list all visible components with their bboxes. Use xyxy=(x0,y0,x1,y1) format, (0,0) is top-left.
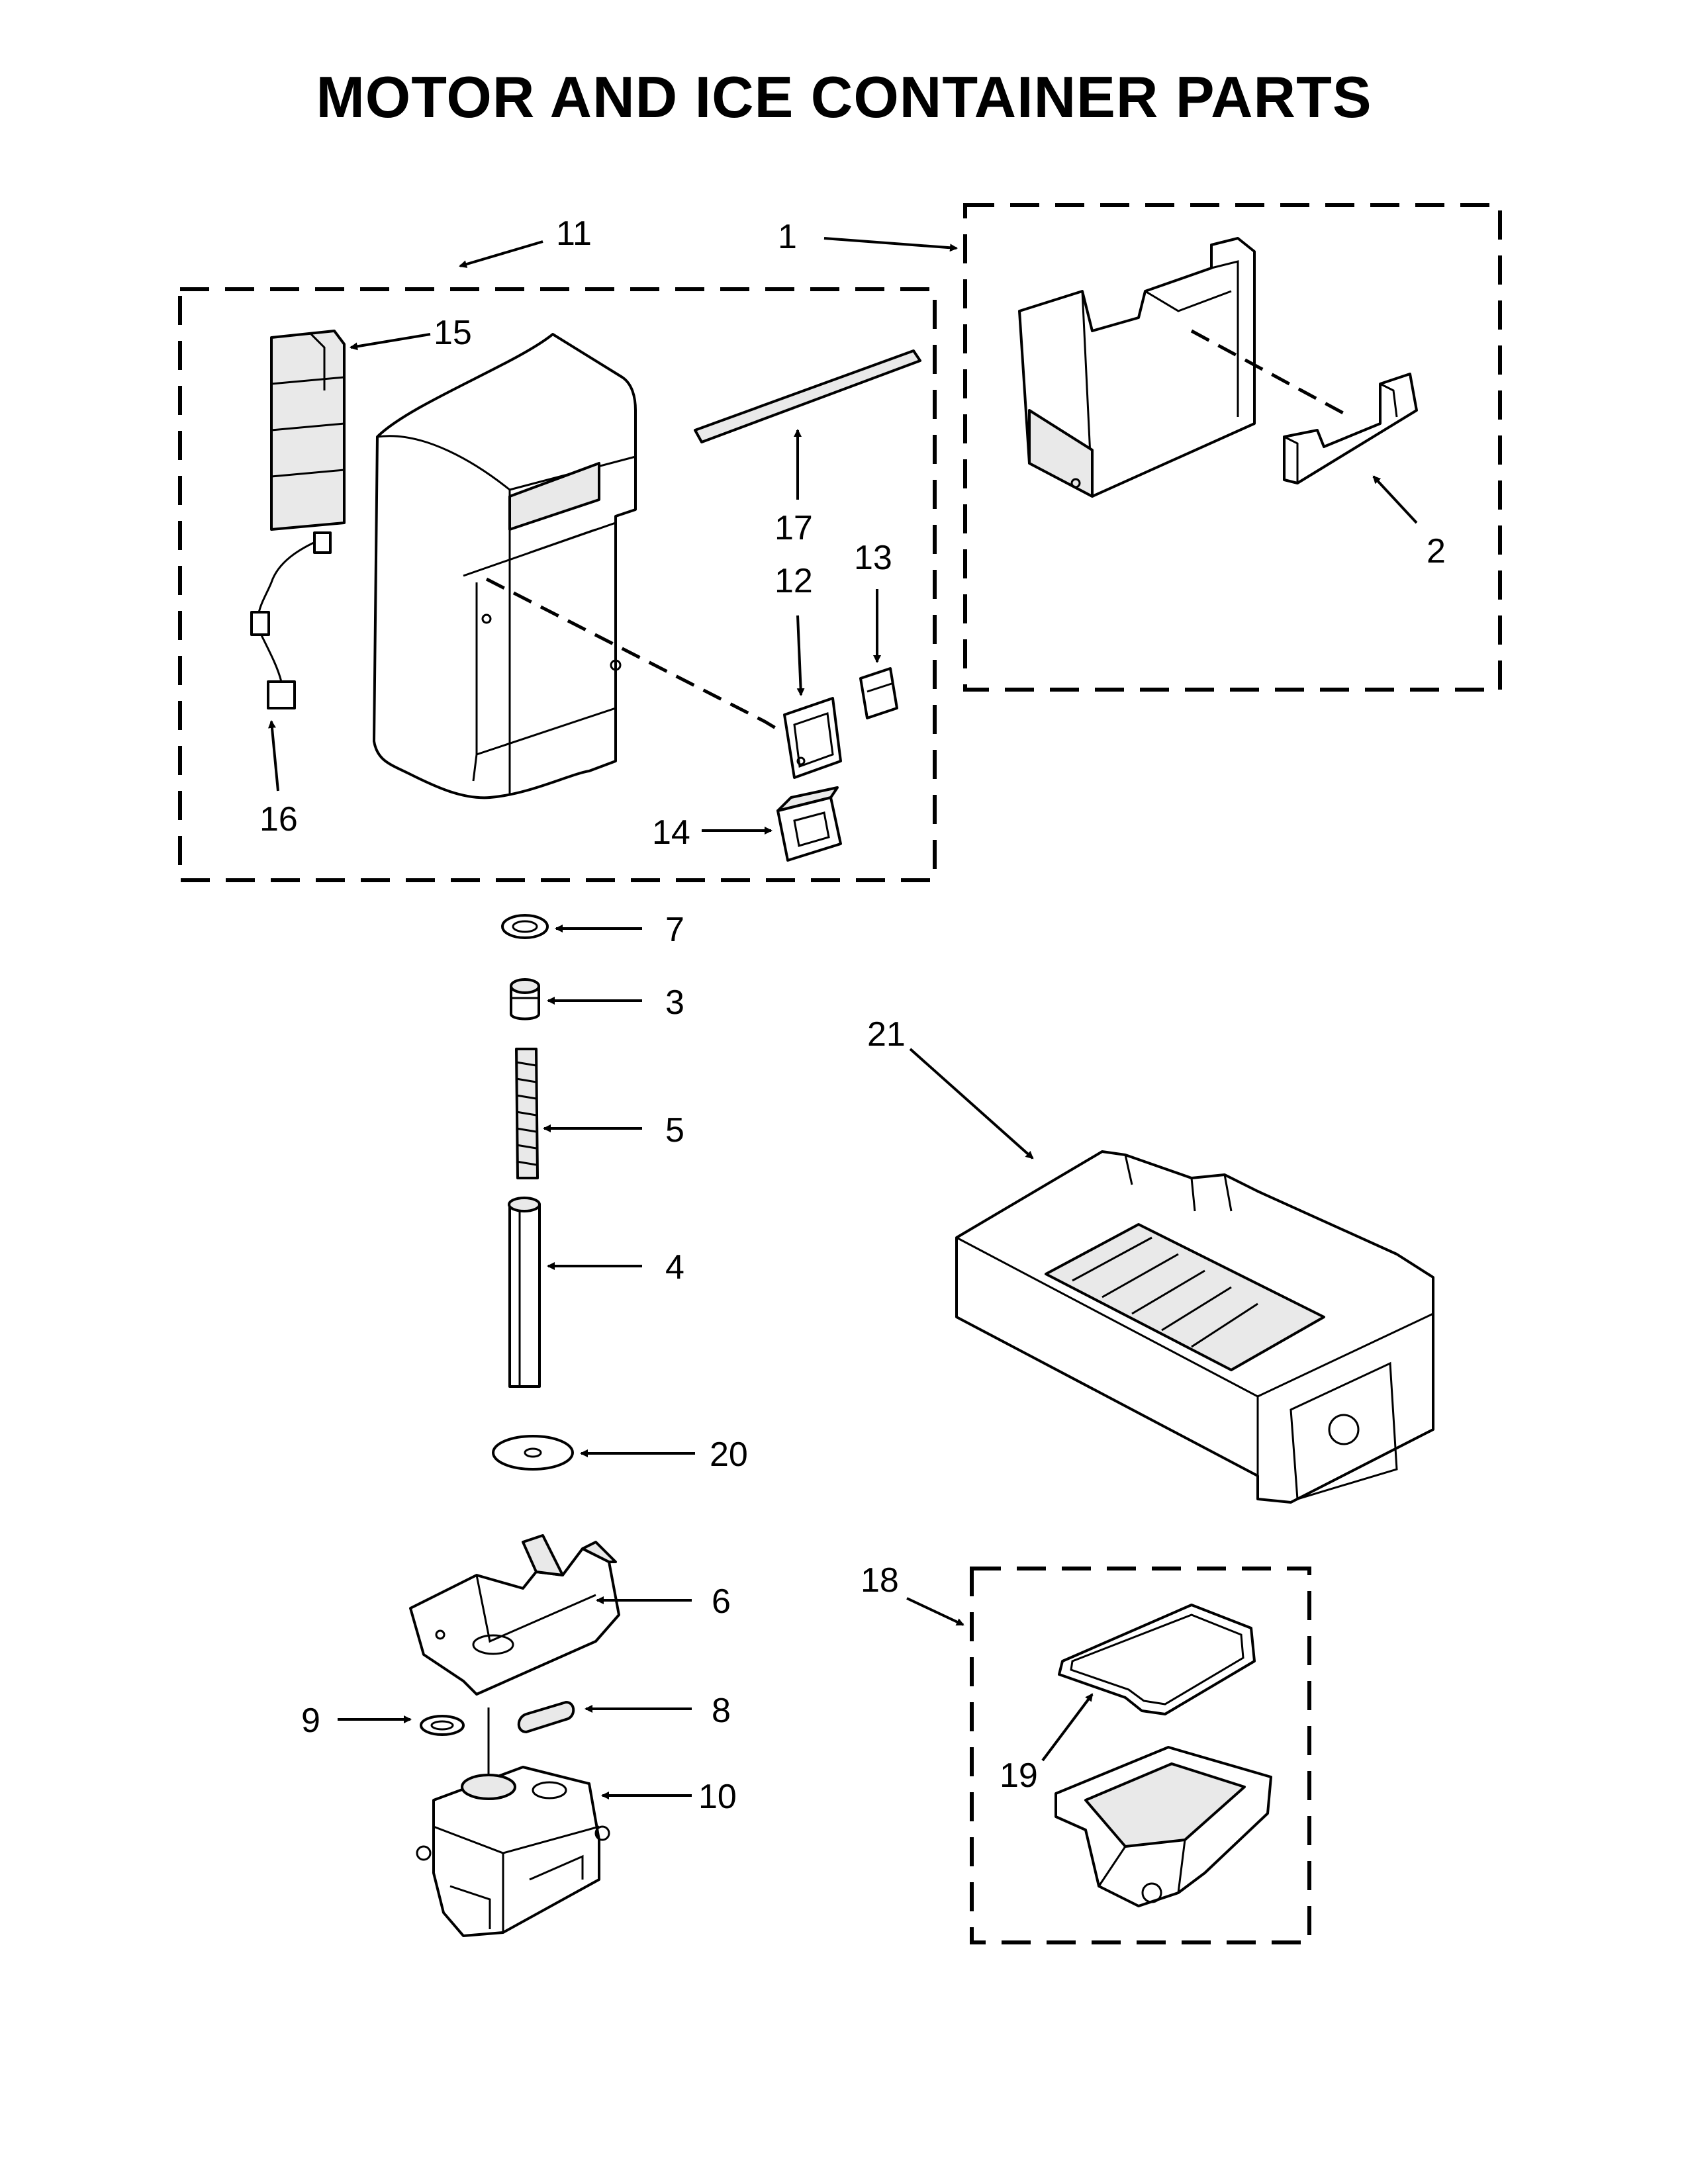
part-16-wire-harness[interactable] xyxy=(250,531,332,709)
callout-19: 19 xyxy=(1000,1756,1038,1795)
callout-9: 9 xyxy=(301,1702,320,1740)
leader-lines xyxy=(267,237,1418,1799)
group-box-11 xyxy=(178,287,937,882)
part-19-gasket[interactable] xyxy=(1058,1604,1256,1715)
group-box-18 xyxy=(970,1567,1311,1944)
part-14-relay[interactable] xyxy=(776,786,842,862)
callout-15: 15 xyxy=(434,314,472,352)
part-7-washer[interactable] xyxy=(501,914,549,939)
callout-10: 10 xyxy=(698,1778,737,1816)
part-9-washer[interactable] xyxy=(420,1715,465,1736)
part-21-ice-maker[interactable] xyxy=(955,1150,1434,1504)
callout-2: 2 xyxy=(1427,532,1446,570)
part-13-switch[interactable] xyxy=(859,667,898,719)
group-box-1 xyxy=(963,203,1502,692)
callout-4: 4 xyxy=(665,1248,684,1287)
part-18-base-tray[interactable] xyxy=(1055,1746,1272,1907)
part-12-switch-bracket[interactable] xyxy=(783,697,842,779)
part-6-gear-cover[interactable] xyxy=(409,1534,620,1696)
part-8-bushing-pad[interactable] xyxy=(517,1701,575,1733)
part-1-ice-container[interactable] xyxy=(1018,237,1256,498)
part-4-drive-shaft[interactable] xyxy=(508,1197,541,1388)
part-3-coupler[interactable] xyxy=(510,978,540,1021)
callout-13: 13 xyxy=(854,539,892,577)
callout-17: 17 xyxy=(774,509,813,547)
part-2-container-bracket[interactable] xyxy=(1283,373,1418,484)
callout-5: 5 xyxy=(665,1111,684,1150)
callout-3: 3 xyxy=(665,983,684,1022)
part-20-washer[interactable] xyxy=(492,1435,574,1471)
callout-11: 11 xyxy=(556,214,592,253)
part-10-auger-motor[interactable] xyxy=(416,1707,610,1937)
part-5-spring[interactable] xyxy=(515,1048,539,1179)
callout-8: 8 xyxy=(712,1692,731,1730)
alignment-line-housing xyxy=(485,577,782,733)
callout-labels: 11 1 15 17 12 13 2 16 14 7 3 21 5 4 20 1… xyxy=(259,214,1446,1816)
callout-6: 6 xyxy=(712,1582,731,1621)
callout-20: 20 xyxy=(710,1435,748,1474)
part-17-gasket-strip[interactable] xyxy=(694,349,921,443)
callout-21: 21 xyxy=(867,1015,906,1054)
part-11-dispenser-housing[interactable] xyxy=(373,333,637,799)
callout-16: 16 xyxy=(259,800,298,839)
callout-7: 7 xyxy=(665,911,684,949)
callout-14: 14 xyxy=(652,813,690,852)
callout-1: 1 xyxy=(778,218,797,256)
callout-18: 18 xyxy=(861,1561,899,1600)
part-15-cover-panel[interactable] xyxy=(270,330,346,531)
diagram-title: MOTOR AND ICE CONTAINER PARTS xyxy=(316,64,1372,130)
callout-12: 12 xyxy=(774,562,813,600)
